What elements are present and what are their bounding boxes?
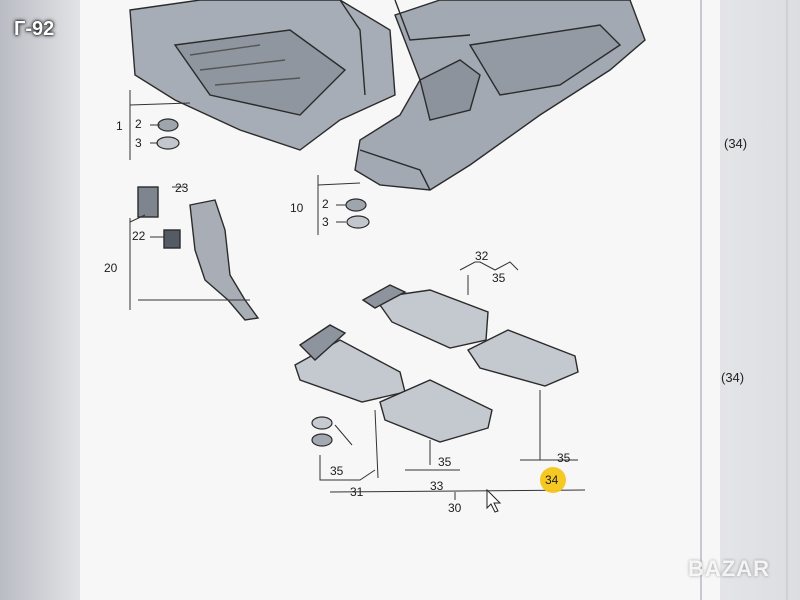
floor-mats <box>294 284 579 443</box>
reference-34-middle: (34) <box>721 370 745 385</box>
mouse-cursor-icon <box>486 488 502 513</box>
mat-front-right <box>379 379 493 443</box>
clips-left <box>156 118 180 150</box>
callout-3-middle: 3 <box>322 215 329 229</box>
clips-middle <box>345 198 370 229</box>
front-floor-tray <box>129 0 396 151</box>
callout-10: 10 <box>290 201 304 215</box>
callout-22: 22 <box>132 229 146 243</box>
callout-20: 20 <box>104 261 118 275</box>
callout-33: 33 <box>430 479 444 493</box>
callout-2-middle: 2 <box>322 197 329 211</box>
leader-lines <box>129 90 586 500</box>
callout-numbers: 1 2 3 10 2 3 20 22 23 32 35 35 31 35 33 … <box>104 117 571 515</box>
callout-32: 32 <box>475 249 489 263</box>
mat-clips <box>311 416 333 447</box>
callout-35-right: 35 <box>557 451 571 465</box>
reference-34-top: (34) <box>724 136 748 151</box>
column-divider <box>700 0 702 600</box>
callout-35-center: 35 <box>438 455 452 469</box>
callout-31: 31 <box>350 485 364 499</box>
mat-rear-left <box>373 289 489 349</box>
callout-34: 34 <box>545 473 559 487</box>
callout-2: 2 <box>135 117 142 131</box>
callout-35-left: 35 <box>330 464 344 478</box>
rear-floor-tunnel <box>354 0 646 191</box>
callout-1: 1 <box>116 119 123 133</box>
monitor-bezel-left <box>0 0 80 600</box>
callout-35-top: 35 <box>492 271 506 285</box>
watermark-logo: BAZAR <box>688 556 770 581</box>
listing-code-label: Г-92 <box>14 18 55 40</box>
callout-3: 3 <box>135 136 142 150</box>
callout-30: 30 <box>448 501 462 515</box>
side-trim-bracket <box>137 186 260 321</box>
highlight-marker <box>540 467 566 493</box>
callout-23: 23 <box>175 181 189 195</box>
mat-rear-right <box>466 329 579 387</box>
column-divider-right <box>786 0 788 600</box>
